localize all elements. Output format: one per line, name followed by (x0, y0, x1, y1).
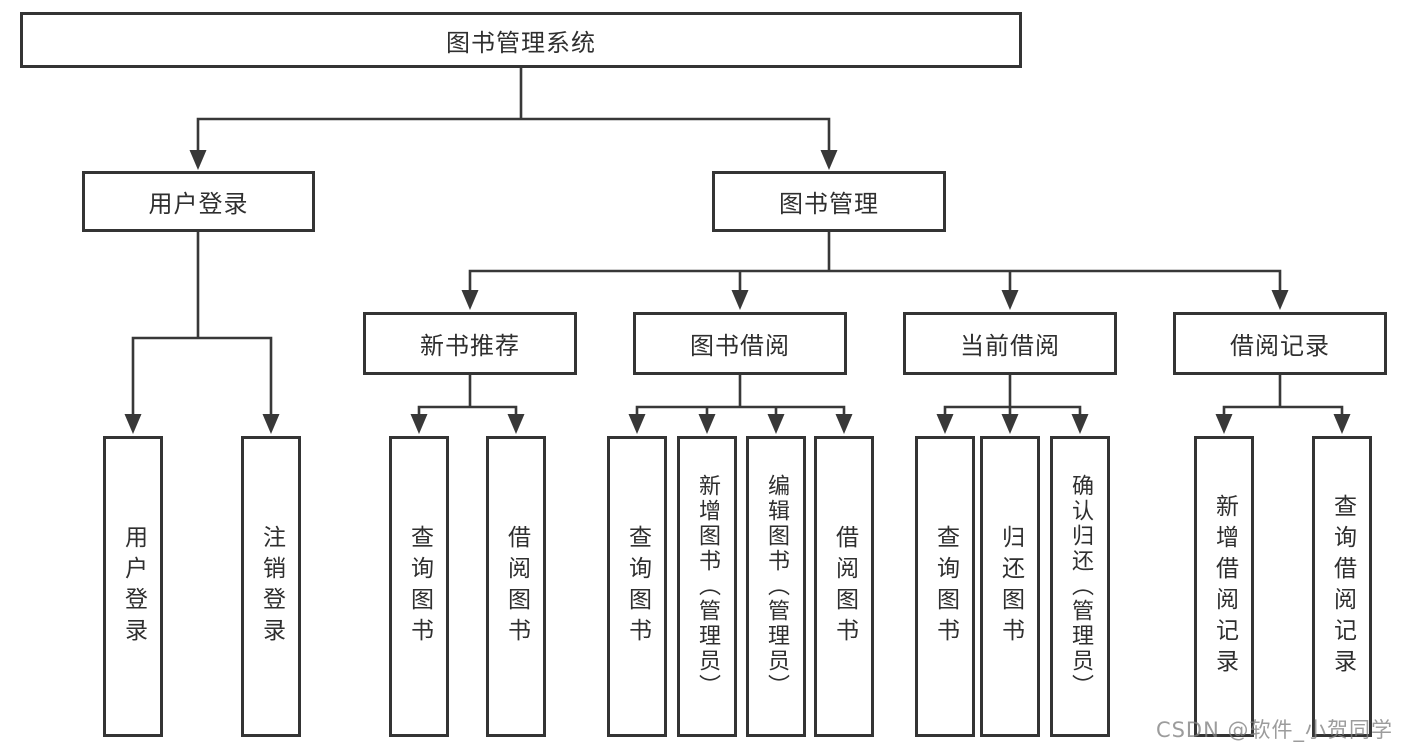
node-label: 确认归还（管理员） (1068, 474, 1093, 699)
leaf-confirm-return-admin: 确认归还（管理员） (1050, 436, 1110, 737)
node-label: 查询借阅记录 (1329, 493, 1356, 680)
connector-strokes (131, 68, 1344, 418)
node-root-library-system: 图书管理系统 (20, 12, 1022, 68)
node-new-book-recommend: 新书推荐 (363, 312, 577, 375)
leaf-borrow-book-recommend: 借阅图书 (486, 436, 546, 737)
node-label: 查询图书 (406, 524, 433, 649)
csdn-watermark: CSDN @软件_小贺同学 (1155, 718, 1393, 742)
node-label: 编辑图书（管理员） (764, 474, 789, 699)
node-label: 查询图书 (624, 524, 651, 649)
leaf-query-book-recommend: 查询图书 (389, 436, 449, 737)
leaf-query-borrow-record: 查询借阅记录 (1312, 436, 1372, 737)
node-book-management: 图书管理 (712, 171, 946, 232)
node-label: 借阅图书 (503, 524, 530, 649)
node-label: 新增图书（管理员） (695, 474, 720, 699)
node-label: 当前借阅 (960, 332, 1060, 360)
node-current-borrow: 当前借阅 (903, 312, 1117, 375)
leaf-borrow-book: 借阅图书 (814, 436, 874, 737)
node-label: 用户登录 (148, 190, 249, 218)
node-label: 查询图书 (932, 524, 959, 649)
leaf-query-book-borrow: 查询图书 (607, 436, 667, 737)
node-borrow-records: 借阅记录 (1173, 312, 1387, 375)
node-label: 新增借阅记录 (1211, 493, 1238, 680)
node-label: 借阅图书 (831, 524, 858, 649)
node-label: 注销登录 (258, 524, 285, 649)
node-label: 图书管理系统 (446, 28, 596, 57)
leaf-return-book: 归还图书 (980, 436, 1040, 737)
leaf-logout: 注销登录 (241, 436, 301, 737)
node-book-borrow: 图书借阅 (633, 312, 847, 375)
node-label: 新书推荐 (420, 332, 520, 360)
leaf-edit-book-admin: 编辑图书（管理员） (746, 436, 806, 737)
node-label: 图书管理 (779, 190, 879, 218)
arrowheads (124, 150, 1351, 434)
node-user-login: 用户登录 (82, 171, 315, 232)
leaf-user-login: 用户登录 (103, 436, 163, 737)
leaf-add-book-admin: 新增图书（管理员） (677, 436, 737, 737)
node-label: 用户登录 (120, 524, 147, 649)
leaf-add-borrow-record: 新增借阅记录 (1194, 436, 1254, 737)
node-label: 图书借阅 (690, 332, 790, 360)
node-label: 借阅记录 (1230, 332, 1330, 360)
leaf-query-book-current: 查询图书 (915, 436, 975, 737)
node-label: 归还图书 (997, 524, 1024, 649)
